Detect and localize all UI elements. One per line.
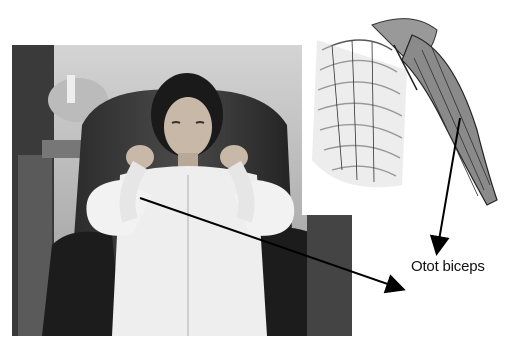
exercise-photo (12, 45, 352, 336)
biceps-label: Otot biceps (411, 258, 485, 275)
anatomy-illustration (302, 10, 510, 215)
